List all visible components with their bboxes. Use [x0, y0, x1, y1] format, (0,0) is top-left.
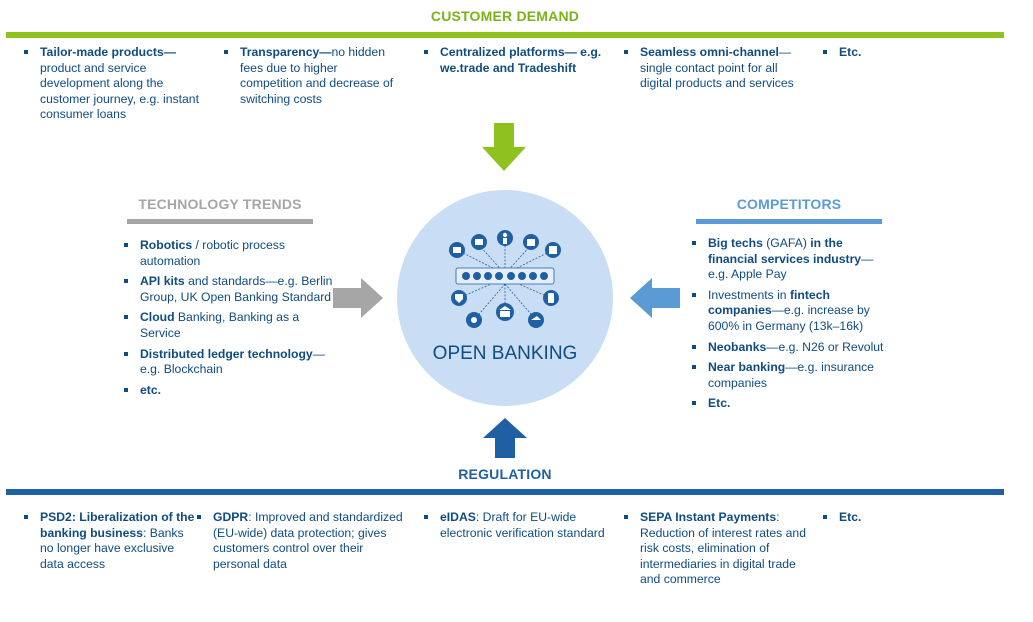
- list-item-text: etc.: [140, 382, 162, 397]
- list-item-text: SEPA Instant Payments: [640, 510, 777, 524]
- customer-demand-title: CUSTOMER DEMAND: [430, 8, 580, 24]
- list-item-text: no hidden fees due to higher competition…: [240, 45, 394, 106]
- technology-trends-bar: [127, 219, 313, 224]
- list-item-text: : Reduction of interest rates and risk c…: [640, 510, 806, 587]
- list-item: Transparency—no hidden fees due to highe…: [224, 45, 402, 107]
- regulation-column: GDPR: Improved and standardized (EU-wide…: [197, 510, 409, 577]
- right-arrow-icon: [333, 278, 383, 318]
- list-item: etc.: [124, 383, 334, 399]
- list-item-text: product and service development along th…: [40, 60, 199, 122]
- list-item-text: Banking, Banking as a Service: [140, 310, 300, 340]
- list-item-text: Centralized platforms— e.g. we.trade and…: [440, 45, 602, 75]
- list-item: SEPA Instant Payments: Reduction of inte…: [624, 510, 806, 588]
- list-item: eIDAS: Draft for EU-wide electronic veri…: [424, 510, 606, 541]
- list-item-text: fintech companies: [708, 287, 830, 318]
- list-item: API kits and standards—e.g. Berlin Group…: [124, 274, 334, 305]
- list-item-text: and standards—e.g. Berlin Group, UK Open…: [140, 274, 333, 304]
- customer-demand-bar: [6, 32, 1004, 38]
- list-item-text: API kits: [140, 274, 185, 289]
- regulation-title: REGULATION: [458, 466, 552, 482]
- list-item-text: —e.g. increase by 600% in Germany (13k–1…: [708, 303, 870, 333]
- list-item: GDPR: Improved and standardized (EU-wide…: [197, 510, 409, 572]
- list-item-text: Etc.: [839, 510, 862, 524]
- regulation-column: PSD2: Liberalization of the banking busi…: [24, 510, 196, 577]
- list-item-text: —single contact point for all digital pr…: [640, 45, 794, 91]
- technology-trends-title: TECHNOLOGY TRENDS: [138, 196, 302, 212]
- list-item-text: Neobanks: [708, 339, 767, 354]
- list-item: Etc.: [823, 510, 903, 526]
- list-item-text: in the financial services industry: [708, 236, 862, 266]
- list-item-text: (GAFA): [762, 236, 811, 250]
- regulation-column: Etc.: [823, 510, 903, 531]
- list-item: Neobanks—e.g. N26 or Revolut: [692, 340, 892, 356]
- list-item-text: Near banking: [708, 360, 786, 375]
- list-item-text: —e.g. Blockchain: [140, 346, 325, 377]
- regulation-bar: [6, 489, 1004, 495]
- list-item: PSD2: Liberalization of the banking busi…: [24, 510, 196, 572]
- list-item-text: Big techs: [708, 236, 763, 250]
- list-item: Near banking—e.g. insurance companies: [692, 360, 892, 391]
- list-item: Seamless omni-channel—single contact poi…: [624, 45, 802, 92]
- list-item-text: Etc.: [839, 45, 862, 59]
- list-item: Big techs (GAFA) in the financial servic…: [692, 236, 892, 283]
- list-item-text: Cloud: [140, 310, 175, 325]
- list-item: Distributed ledger technology—e.g. Block…: [124, 347, 334, 378]
- open-banking-network: [449, 230, 561, 328]
- list-item: Cloud Banking, Banking as a Service: [124, 310, 334, 341]
- competitors-title: COMPETITORS: [736, 196, 842, 212]
- list-item-text: : Improved and standardized (EU-wide) da…: [213, 510, 403, 571]
- list-item-text: Etc.: [708, 396, 731, 411]
- customer-demand-column: Etc.: [823, 45, 903, 66]
- customer-demand-column: Transparency—no hidden fees due to highe…: [224, 45, 402, 112]
- competitors-bar: [696, 219, 882, 224]
- regulation-column: SEPA Instant Payments: Reduction of inte…: [624, 510, 806, 593]
- list-item: Robotics / robotic process automation: [124, 238, 334, 269]
- customer-demand-column: Tailor-made products— product and servic…: [24, 45, 202, 128]
- competitors-list: Big techs (GAFA) in the financial servic…: [692, 236, 892, 417]
- customer-demand-column: Centralized platforms— e.g. we.trade and…: [424, 45, 602, 81]
- open-banking-label: OPEN BANKING: [432, 343, 578, 364]
- list-item-text: eIDAS: [440, 510, 476, 524]
- down-arrow-icon: [482, 123, 526, 171]
- list-item-text: Distributed ledger technology: [140, 346, 313, 361]
- list-item-text: Robotics: [140, 238, 193, 252]
- list-item-text: Tailor-made products—: [40, 45, 176, 59]
- list-item-text: / robotic process automation: [140, 238, 285, 268]
- list-item: Etc.: [823, 45, 903, 61]
- list-item-text: —e.g. insurance companies: [708, 360, 874, 390]
- list-item-text: —e.g. N26 or Revolut: [766, 339, 884, 354]
- list-item-text: : Banks no longer have exclusive data ac…: [40, 525, 184, 571]
- list-item-text: PSD2: Liberalization of the banking busi…: [40, 510, 195, 540]
- list-item-text: Investments in: [708, 287, 790, 302]
- list-item-text: Seamless omni-channel: [640, 45, 779, 59]
- regulation-column: eIDAS: Draft for EU-wide electronic veri…: [424, 510, 606, 546]
- list-item: Centralized platforms— e.g. we.trade and…: [424, 45, 602, 76]
- customer-demand-column: Seamless omni-channel—single contact poi…: [624, 45, 802, 97]
- list-item: Investments in fintech companies—e.g. in…: [692, 288, 892, 335]
- list-item: Tailor-made products— product and servic…: [24, 45, 202, 123]
- list-item-text: Transparency—: [240, 45, 332, 59]
- up-arrow-icon: [483, 418, 527, 458]
- list-item-text: GDPR: [213, 510, 249, 524]
- list-item: Etc.: [692, 396, 892, 412]
- left-arrow-icon: [630, 278, 680, 318]
- list-item-text: —e.g. Apple Pay: [708, 251, 874, 282]
- list-item-text: : Draft for EU-wide electronic verificat…: [440, 510, 605, 540]
